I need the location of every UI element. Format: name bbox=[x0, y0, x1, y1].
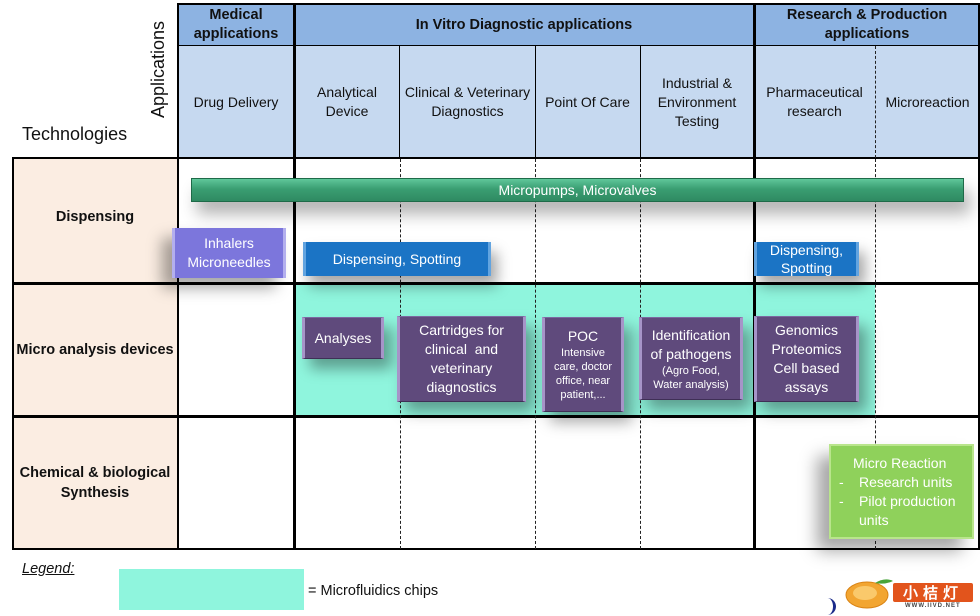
header-col-pharmaceutical-research: Pharmaceutical research bbox=[754, 46, 875, 158]
item-label: diagnostics bbox=[426, 379, 497, 395]
item-label: Inhalers bbox=[204, 235, 254, 251]
watermark-logo: 小桔灯 WWW.IIVD.NET bbox=[845, 575, 975, 611]
legend-swatch-microfluidics bbox=[119, 569, 304, 610]
item-label: Dispensing, Spotting bbox=[332, 250, 462, 267]
grid-line bbox=[12, 548, 980, 550]
item-label: Research units bbox=[859, 473, 953, 490]
header-group-research: Research & Production applications bbox=[754, 4, 980, 46]
item-label: Cell based bbox=[773, 360, 840, 376]
bullet-item: - Research units bbox=[839, 473, 952, 492]
item-detail: (Agro Food, bbox=[661, 364, 721, 377]
item-label: Genomics bbox=[774, 322, 839, 338]
technologies-axis-label: Technologies bbox=[22, 124, 128, 144]
pathogens-box: Identification of pathogens (Agro Food, … bbox=[639, 317, 743, 400]
item-detail: Water analysis) bbox=[653, 378, 729, 391]
item-label: Micropumps, Microvalves bbox=[498, 181, 657, 198]
partial-logo-arc bbox=[826, 598, 836, 615]
item-label: assays bbox=[784, 379, 829, 395]
bullet-dash: - bbox=[839, 492, 844, 509]
poc-box: POC Intensive care, doctor office, near … bbox=[542, 317, 624, 412]
watermark-url: WWW.IIVD.NET bbox=[905, 603, 961, 609]
header-col-clinical-veterinary: Clinical & Veterinary Diagnostics bbox=[400, 46, 535, 158]
item-label: Dispensing, bbox=[769, 242, 844, 258]
item-label: Cartridges for bbox=[419, 322, 504, 338]
bullet-item: - Pilot production units bbox=[839, 492, 967, 530]
item-detail: office, near bbox=[555, 375, 611, 387]
legend-text: = Microfluidics chips bbox=[308, 583, 439, 599]
item-label: POC bbox=[567, 328, 599, 344]
header-col-industrial-environment: Industrial & Environment Testing bbox=[640, 46, 754, 158]
micro-reaction-box: Micro Reaction - Research units - Pilot … bbox=[829, 444, 974, 539]
grid-line bbox=[12, 282, 980, 285]
watermark-name: 小桔灯 bbox=[903, 584, 964, 602]
applications-axis-label: Applications bbox=[148, 20, 168, 118]
header-col-drug-delivery: Drug Delivery bbox=[178, 46, 294, 158]
genomics-box: Genomics Proteomics Cell based assays bbox=[754, 316, 859, 402]
item-label: Analyses bbox=[314, 329, 372, 346]
grid-line bbox=[178, 45, 980, 46]
item-label: Pilot production units bbox=[859, 492, 956, 528]
item-label: veterinary bbox=[430, 360, 493, 376]
grid-line bbox=[753, 3, 756, 550]
grid-dashed-line bbox=[875, 159, 876, 549]
grid-line bbox=[12, 157, 980, 159]
grid-line bbox=[535, 46, 536, 158]
grid-line bbox=[293, 3, 296, 550]
column-label: Industrial & Environment Testing bbox=[657, 74, 737, 129]
item-label: Identification bbox=[651, 326, 731, 343]
grid-line bbox=[12, 415, 980, 418]
grid-dashed-line bbox=[875, 46, 876, 158]
inhalers-microneedles-box: Inhalers Microneedles bbox=[172, 228, 286, 278]
item-label: Microneedles bbox=[187, 254, 271, 270]
item-label: Proteomics bbox=[771, 341, 842, 357]
grid-line bbox=[978, 3, 980, 550]
item-detail: care, doctor bbox=[553, 361, 613, 373]
column-label: Microreaction bbox=[885, 93, 970, 110]
grid-dashed-line bbox=[535, 159, 536, 549]
dispensing-spotting-pharma-box: Dispensing, Spotting bbox=[754, 242, 859, 276]
header-col-analytical-device: Analytical Device bbox=[294, 46, 400, 158]
header-group-ivd: In Vitro Diagnostic applications bbox=[294, 4, 754, 46]
row-label: Chemical & biological Synthesis bbox=[19, 464, 171, 501]
grid-line bbox=[178, 3, 980, 5]
row-label: Dispensing bbox=[55, 209, 135, 225]
item-detail: patient,... bbox=[560, 389, 606, 401]
item-label: of pathogens bbox=[650, 345, 732, 362]
column-label: Point Of Care bbox=[545, 93, 630, 110]
header-col-microreaction: Microreaction bbox=[875, 46, 980, 158]
dispensing-spotting-ivd-box: Dispensing, Spotting bbox=[303, 242, 491, 276]
column-label: Clinical & Veterinary Diagnostics bbox=[404, 84, 531, 119]
header-group-label: In Vitro Diagnostic applications bbox=[415, 16, 633, 33]
grid-line bbox=[640, 46, 641, 158]
micropumps-microvalves-bar: Micropumps, Microvalves bbox=[191, 178, 964, 202]
row-label-synthesis: Chemical & biological Synthesis bbox=[12, 416, 178, 549]
grid-line bbox=[399, 46, 400, 158]
header-group-label: Research & Production applications bbox=[786, 7, 948, 42]
header-group-medical: Medical applications bbox=[178, 4, 294, 46]
legend-label: Legend: bbox=[22, 561, 75, 577]
header-group-label: Medical applications bbox=[193, 7, 279, 42]
row-label-micro-analysis: Micro analysis devices bbox=[12, 284, 178, 416]
column-label: Drug Delivery bbox=[193, 93, 279, 110]
grid-line bbox=[12, 157, 14, 550]
cartridges-box: Cartridges for clinical and veterinary d… bbox=[397, 316, 526, 402]
row-label: Micro analysis devices bbox=[16, 342, 174, 358]
row-label-dispensing: Dispensing bbox=[12, 158, 178, 284]
bullet-dash: - bbox=[839, 473, 844, 490]
column-label: Analytical Device bbox=[317, 84, 377, 119]
item-label: clinical and bbox=[424, 341, 499, 357]
item-label: Spotting bbox=[780, 260, 833, 276]
analyses-box: Analyses bbox=[302, 317, 384, 359]
column-label: Pharmaceutical research bbox=[766, 84, 863, 119]
orange-logo-icon bbox=[845, 579, 973, 609]
item-label: Micro Reaction bbox=[853, 454, 947, 471]
item-detail: Intensive bbox=[560, 347, 606, 359]
header-col-point-of-care: Point Of Care bbox=[535, 46, 640, 158]
